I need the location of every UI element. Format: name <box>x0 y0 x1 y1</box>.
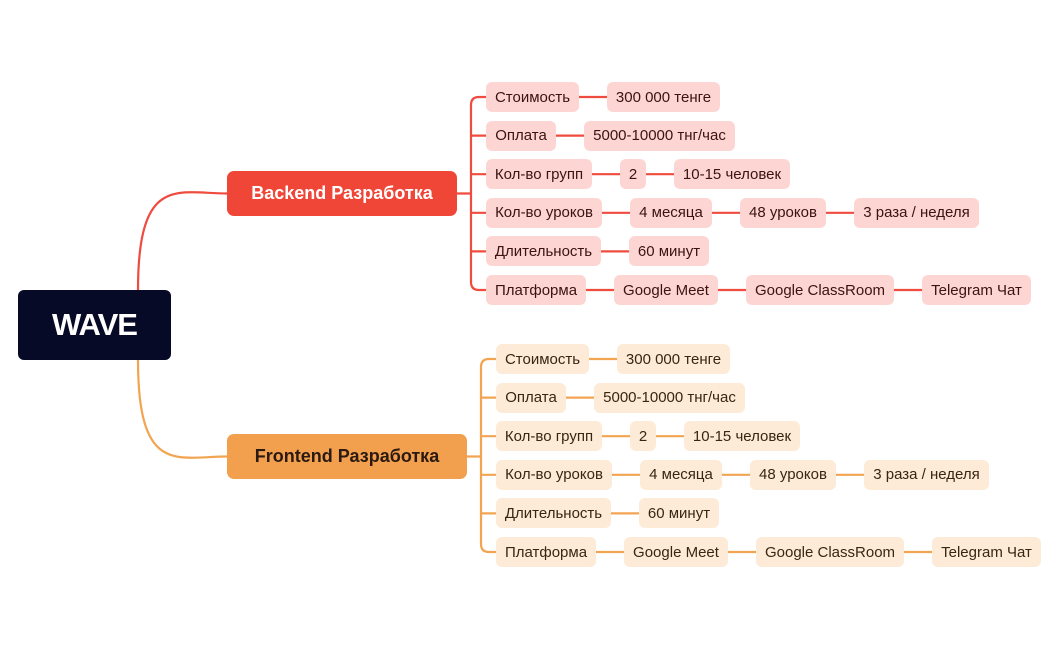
frontend-leaf-node[interactable]: 48 уроков <box>750 459 836 490</box>
frontend-leaf-node[interactable]: 4 месяца <box>640 459 722 490</box>
frontend-leaf-node[interactable]: Стоимость <box>496 344 589 374</box>
frontend-leaf-node[interactable]: 10-15 человек <box>684 421 800 452</box>
backend-leaf-node[interactable]: Платформа <box>486 275 586 305</box>
backend-leaf-node[interactable]: 48 уроков <box>740 197 826 228</box>
frontend-leaf-node[interactable]: Telegram Чат <box>932 537 1041 567</box>
frontend-leaf-node[interactable]: 3 раза / неделя <box>864 459 989 490</box>
backend-leaf-node[interactable]: 4 месяца <box>630 197 712 228</box>
backend-leaf-node[interactable]: Длительность <box>486 236 601 267</box>
backend-leaf-node[interactable]: Стоимость <box>486 82 579 112</box>
frontend-row-connector <box>479 357 498 369</box>
frontend-leaf-node[interactable]: 5000-10000 тнг/час <box>594 382 745 413</box>
backend-leaf-node[interactable]: Кол-во групп <box>486 159 592 190</box>
frontend-leaf-node[interactable]: Google ClassRoom <box>756 537 904 567</box>
frontend-leaf-node[interactable]: 2 <box>630 421 656 452</box>
root-to-backend-line <box>136 191 229 292</box>
frontend-leaf-node[interactable]: Оплата <box>496 382 566 413</box>
backend-leaf-node[interactable]: 5000-10000 тнг/час <box>584 120 735 151</box>
backend-leaf-node[interactable]: Оплата <box>486 120 556 151</box>
backend-leaf-node[interactable]: Google Meet <box>614 275 718 305</box>
frontend-leaf-node[interactable]: Google Meet <box>624 537 728 567</box>
frontend-leaf-node[interactable]: 300 000 тенге <box>617 344 730 374</box>
frontend-leaf-node[interactable]: Кол-во групп <box>496 421 602 452</box>
backend-leaf-node[interactable]: Google ClassRoom <box>746 275 894 305</box>
frontend-leaf-node[interactable]: Длительность <box>496 498 611 529</box>
backend-leaf-node[interactable]: 3 раза / неделя <box>854 197 979 228</box>
root-to-frontend-line <box>136 358 229 459</box>
backend-leaf-node[interactable]: 2 <box>620 159 646 190</box>
backend-leaf-node[interactable]: 60 минут <box>629 236 709 267</box>
root-node-wave[interactable]: WAVE <box>18 290 171 360</box>
backend-leaf-node[interactable]: 10-15 человек <box>674 159 790 190</box>
frontend-leaf-node[interactable]: Кол-во уроков <box>496 459 612 490</box>
backend-leaf-node[interactable]: 300 000 тенге <box>607 82 720 112</box>
backend-row-connector <box>469 280 488 292</box>
backend-row-connector <box>469 95 488 107</box>
backend-leaf-node[interactable]: Telegram Чат <box>922 275 1031 305</box>
backend-leaf-node[interactable]: Кол-во уроков <box>486 197 602 228</box>
frontend-leaf-node[interactable]: Платформа <box>496 537 596 567</box>
frontend-row-connector <box>479 542 498 554</box>
backend-branch-node[interactable]: Backend Разработка <box>227 171 457 216</box>
frontend-leaf-node[interactable]: 60 минут <box>639 498 719 529</box>
frontend-branch-node[interactable]: Frontend Разработка <box>227 434 467 479</box>
